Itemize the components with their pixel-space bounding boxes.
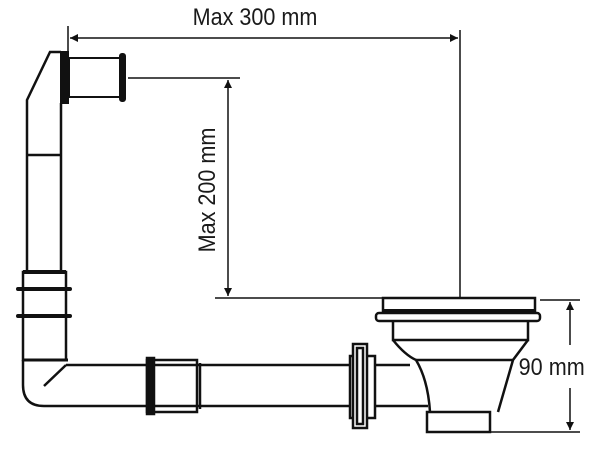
width-dimension-line bbox=[67, 26, 461, 298]
max-height-label: Max 200 mm bbox=[194, 127, 221, 253]
overflow-outlet bbox=[60, 51, 126, 104]
overflow-pipe bbox=[25, 50, 63, 270]
height-dimension-line bbox=[128, 77, 382, 299]
union-nut bbox=[348, 342, 428, 430]
max-width-label: Max 300 mm bbox=[192, 4, 318, 31]
drain-pipe bbox=[21, 356, 350, 416]
depth-label: 90 mm bbox=[518, 354, 585, 381]
depth-dimension-line bbox=[490, 299, 580, 433]
strainer-basket bbox=[374, 296, 542, 434]
pipe-connector bbox=[16, 270, 72, 362]
